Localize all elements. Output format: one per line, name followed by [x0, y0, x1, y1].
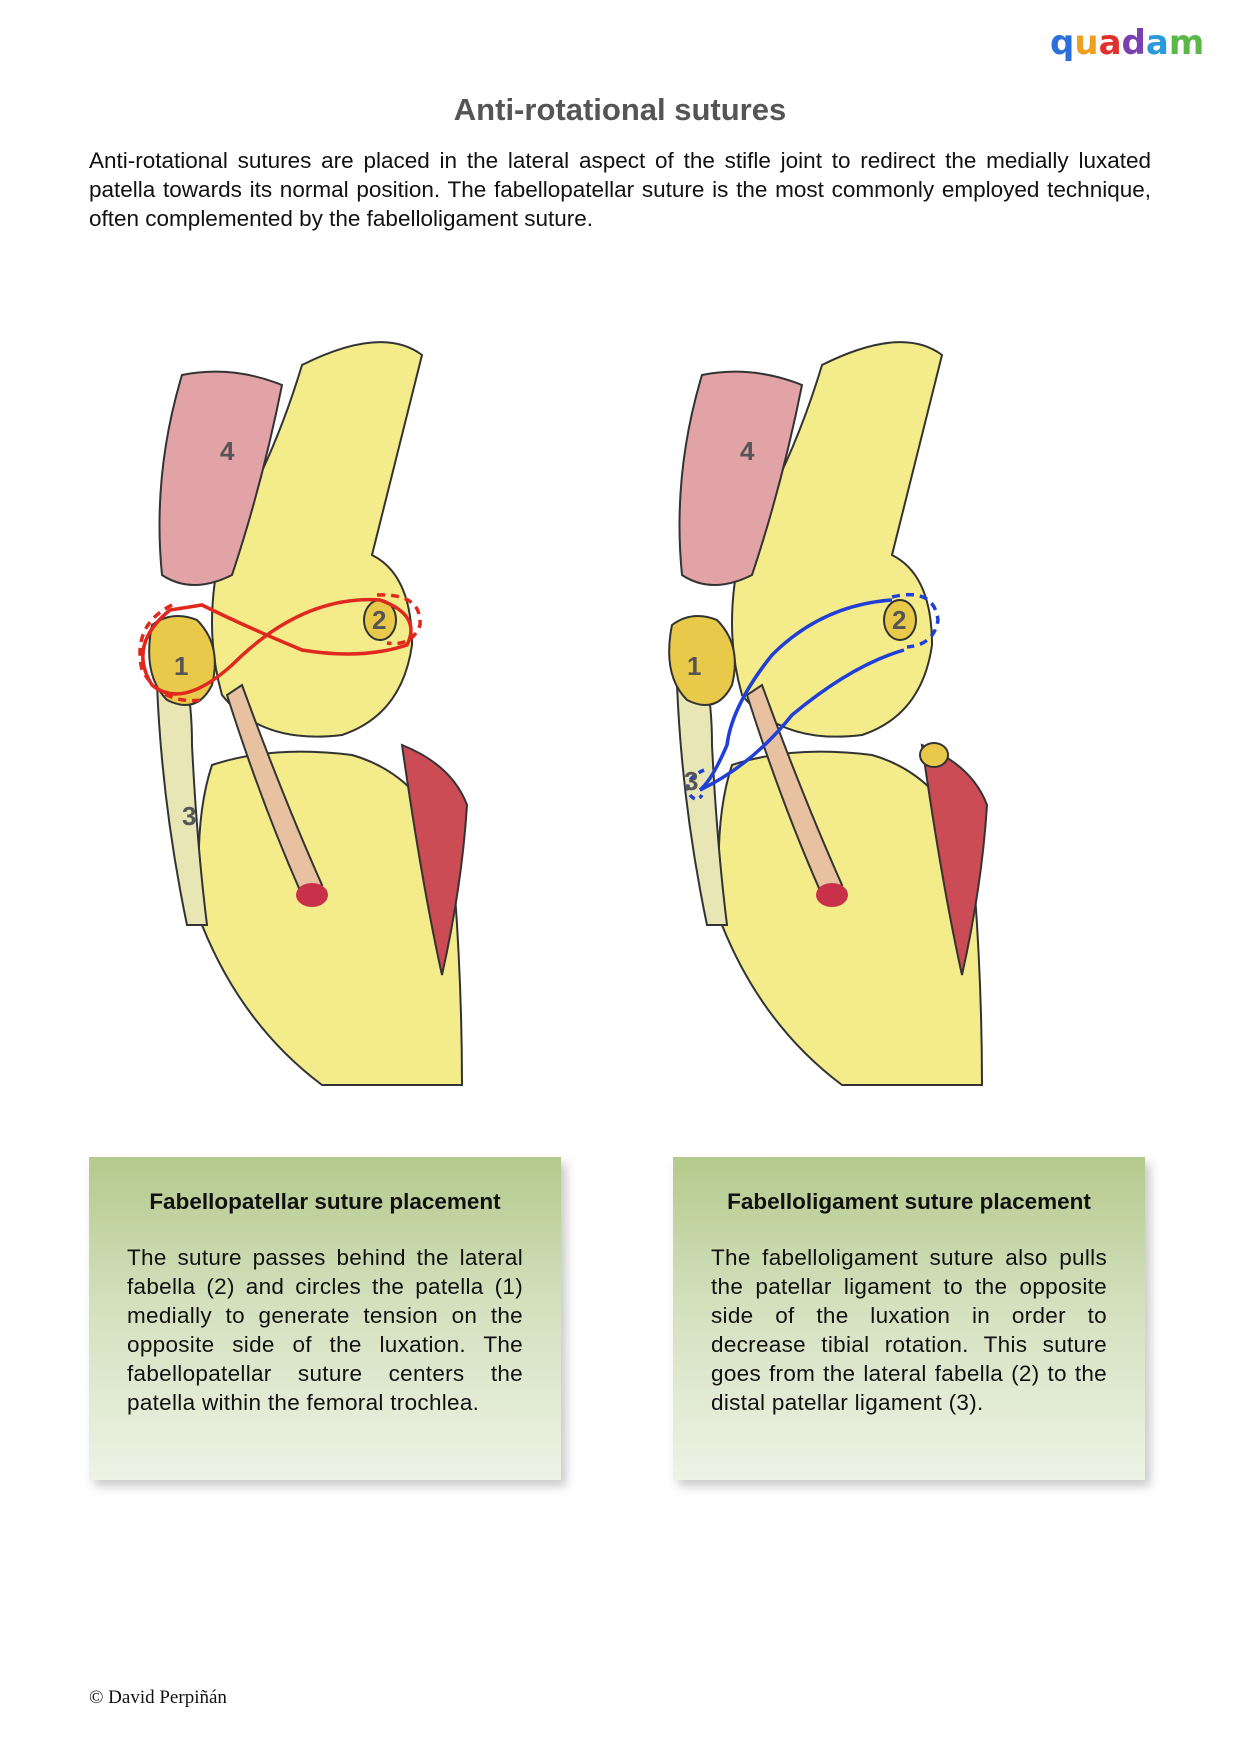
logo-letter-m: m [1169, 23, 1204, 63]
figure-label-3: 3 [182, 801, 196, 831]
figure-fabelloligament: 4 1 2 3 [668, 341, 989, 1086]
distal-fabella [919, 742, 949, 768]
logo-letter-a2: a [1146, 23, 1169, 63]
card-fabelloligament: Fabelloligament suture placement The fab… [673, 1157, 1145, 1480]
page-title: Anti-rotational sutures [453, 92, 787, 127]
suture-dashed-loop-fabella [891, 592, 940, 649]
figure-label-4: 4 [220, 436, 235, 466]
logo-letter-d: d [1122, 23, 1146, 63]
quadam-logo: quadam [1050, 23, 1204, 63]
quadriceps-muscle [678, 370, 804, 586]
logo-letter-u: u [1074, 23, 1098, 63]
copyright-footer: © David Perpiñán [89, 1687, 227, 1708]
card-body: The fabelloligament suture also pulls th… [711, 1245, 1107, 1415]
figure-label-1: 1 [687, 651, 701, 681]
quadriceps-muscle [158, 370, 284, 586]
lateral-muscle [920, 743, 989, 976]
intro-paragraph: Anti-rotational sutures are placed in th… [89, 148, 1151, 231]
logo-letter-q: q [1050, 23, 1074, 63]
suture-dashed-loop-patella [138, 603, 203, 703]
figure-fabellopatellar: 4 1 2 3 [138, 341, 469, 1086]
fabella-bone [883, 599, 917, 641]
logo-letter-a1: a [1099, 23, 1122, 63]
patella-bone [148, 615, 216, 706]
figure-label-2: 2 [372, 605, 386, 635]
figure-label-4: 4 [740, 436, 755, 466]
suture-dashed-loop-ligament [686, 768, 705, 801]
svg-text:quadam: quadam [1050, 23, 1204, 63]
card-body: The suture passes behind the lateral fab… [127, 1245, 523, 1415]
suture-dashed-loop-fabella [376, 593, 422, 646]
tendon-insertion [296, 883, 328, 907]
figure-label-1: 1 [174, 651, 188, 681]
card-heading: Fabellopatellar suture placement [149, 1189, 501, 1214]
figure-label-3: 3 [684, 766, 698, 796]
lateral-muscle [400, 743, 469, 976]
tendon-insertion [816, 883, 848, 907]
fabelloligament-suture [698, 598, 905, 792]
fabellopatellar-suture [141, 597, 413, 696]
card-fabellopatellar: Fabellopatellar suture placement The sut… [89, 1157, 561, 1480]
figure-label-2: 2 [892, 605, 906, 635]
card-heading: Fabelloligament suture placement [727, 1189, 1091, 1214]
patella-bone [668, 615, 736, 706]
